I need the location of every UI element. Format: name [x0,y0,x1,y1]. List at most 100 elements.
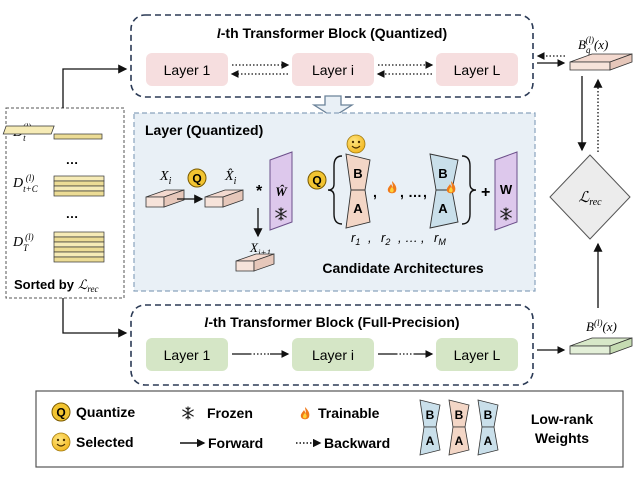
legend-forward-label: Forward [208,435,263,451]
input-x-label: Xi [159,169,172,187]
quantize-adapter-q-icon: Q [307,170,327,190]
quantized-block-title-l: l [217,27,221,42]
quantized-layer-1-label: Layer 1 [164,62,211,78]
layer-panel-title: Layer (Quantized) [145,122,263,138]
data-item-2-stack [53,175,105,197]
candidate-architectures-label: Candidate Architectures [322,260,484,276]
candidate-comma-1: , [373,184,377,200]
quantized-layer-l-label: Layer L [454,62,501,78]
legend-adapter-blue-2: B A [477,399,499,456]
rank-labels: r1 , r2 , … , rM [351,230,446,247]
quantized-block-title: -th Transformer Block (Quantized) [221,25,447,41]
svg-text:B: B [426,408,435,422]
svg-text:…: … [405,230,418,245]
svg-text:Q: Q [192,172,201,186]
svg-text:,: , [421,230,425,245]
fp-layer-l-label: Layer L [454,347,501,363]
legend: Q Quantize Selected Frozen Forward Train… [35,390,624,468]
svg-text:l-th Transformer Block (Quanti: l-th Transformer Block (Quantized) [217,25,447,42]
quantized-x-label: X̂i [224,168,237,187]
svg-text:Q: Q [56,406,65,420]
quantized-layer-i [292,53,374,86]
w-hat-label: Ŵ [275,184,288,199]
output-activation [235,253,275,272]
svg-text:A: A [438,201,448,216]
full-precision-block: l-th Transformer Block (Full-Precision) … [130,304,534,386]
quantized-layer-l [436,53,518,86]
fp-layer-l [436,338,518,371]
input-activation [145,189,185,208]
full-precision-block-title: -th Transformer Block (Full-Precision) [208,314,459,330]
svg-text:l-th Transformer Block (Full-P: l-th Transformer Block (Full-Precision) [204,314,459,331]
quantized-layer-1 [146,53,228,86]
legend-quantize-icon: Q [51,402,71,422]
bottom-output-label: B(l)(x) [586,318,617,334]
svg-text:B: B [455,408,464,422]
svg-text:r2: r2 [381,230,390,247]
quantized-activation [204,189,244,208]
svg-text:rM: rM [434,230,446,247]
full-precision-block-title-l: l [204,316,208,331]
legend-weights-label: Weights [535,430,589,446]
svg-text:,: , [368,230,372,245]
frozen-weight-panel: W [494,151,518,231]
data-stack-panel: Dt(l) … Dt+C(l) … DT(l) S [2,107,125,299]
svg-text:B: B [438,166,447,181]
stack-to-bottom-arrow [62,298,128,338]
candidate-comma-2: , [400,184,404,200]
data-ellipsis-1: … [66,152,79,167]
output-x-label: Xi+1 [249,240,271,258]
data-item-3-stack [53,231,105,263]
candidate-adapter-1: B A [345,153,371,229]
data-item-3-label: DT(l) [12,232,34,253]
candidates-brace [327,155,343,225]
loss-label: ℒrec [578,190,602,208]
loss-node: ℒrec [549,154,631,240]
svg-text:A: A [455,434,464,448]
smiley-icon [346,134,366,154]
quantized-block: l-th Transformer Block (Quantized) Layer… [130,14,534,98]
svg-text:A: A [426,434,435,448]
bottom-output-slab [569,337,633,355]
fp-layer-i-label: Layer i [312,347,354,363]
multiply-symbol: * [256,183,263,200]
quantize-q-icon: Q [187,168,207,188]
quantized-layer-i-label: Layer i [312,62,354,78]
expand-arrow-icon [311,95,355,118]
legend-smiley-icon [51,432,71,452]
svg-text:r1: r1 [351,230,360,247]
legend-backward-label: Backward [324,435,390,451]
legend-adapter-pink: B A [448,399,470,456]
candidate-dots: … [408,184,422,200]
candidates-brace-close [461,155,477,225]
w-label: W [500,182,513,197]
plus-symbol: + [481,184,490,201]
candidate-adapter-m: B A [429,153,459,229]
top-output-slab [569,53,633,71]
stack-to-top-arrow [62,64,128,108]
layer-panel: Layer (Quantized) Xi Q [133,112,536,292]
svg-text:Q: Q [312,174,321,188]
svg-text:A: A [353,201,363,216]
svg-text:A: A [484,434,493,448]
legend-trainable-label: Trainable [318,405,380,421]
legend-adapter-blue: B A [419,399,441,456]
data-ellipsis-2: … [66,206,79,221]
legend-low-rank-label: Low-rank [531,411,593,427]
fp-layer-i [292,338,374,371]
legend-quantize-label: Quantize [76,404,135,420]
fp-layer-1 [146,338,228,371]
fp-layer-1-label: Layer 1 [164,347,211,363]
data-item-2-label: Dt+C(l) [12,173,39,194]
svg-text:B: B [484,408,493,422]
data-item-1-stack [2,125,103,140]
svg-text:B: B [353,166,362,181]
top-output-label: Bq(l)(x) [578,35,608,55]
candidate-comma-3: , [423,184,427,200]
quantized-weight-panel: Ŵ [269,151,293,231]
legend-frozen-label: Frozen [207,405,253,421]
svg-text:,: , [398,230,402,245]
legend-selected-label: Selected [76,434,134,450]
